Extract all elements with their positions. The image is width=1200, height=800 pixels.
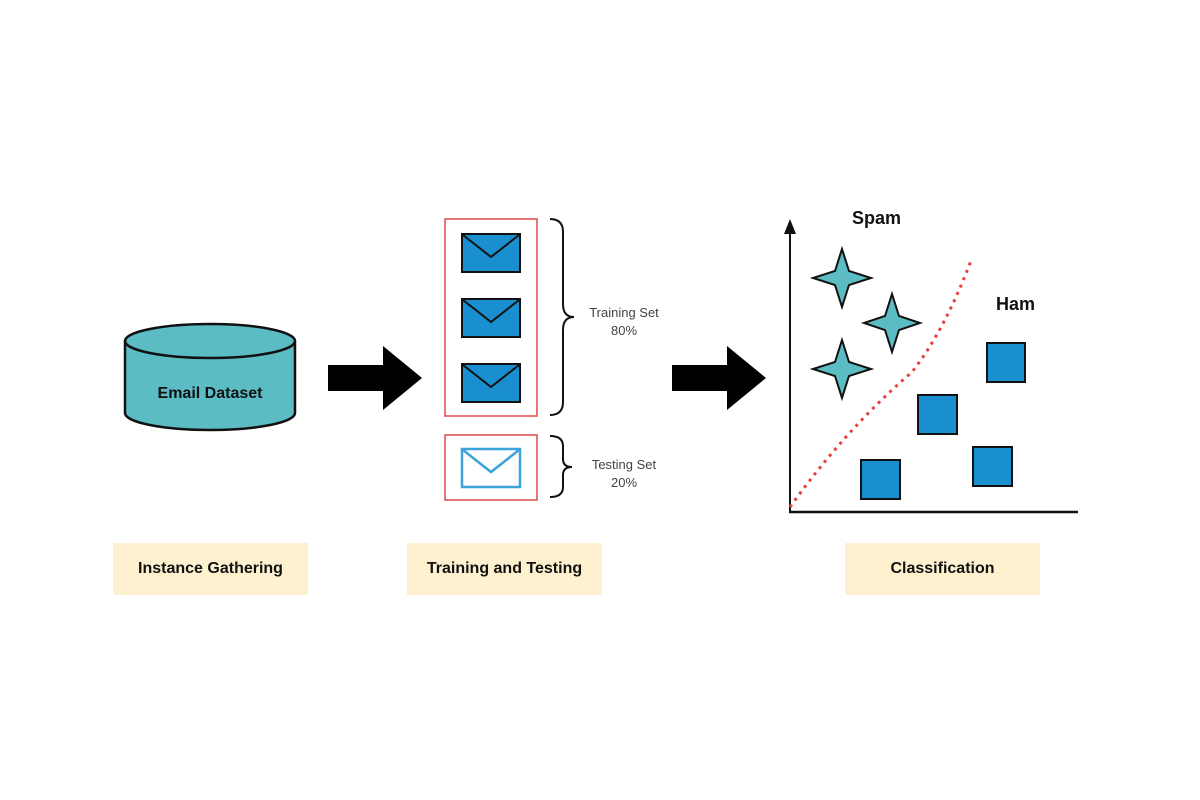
envelope-icon: [461, 233, 521, 273]
database-icon: [123, 322, 297, 432]
testing-set-box: [444, 434, 538, 501]
classification-axes: [784, 219, 1078, 514]
envelope-icon: [461, 363, 521, 403]
testing-set-label: Testing Set 20%: [572, 456, 676, 492]
training-set-percent: 80%: [610, 323, 638, 338]
square-icon: [917, 394, 958, 435]
envelope-icon: [460, 447, 522, 489]
star-icon: [809, 336, 875, 402]
ham-label: Ham: [996, 294, 1036, 314]
square-icon: [860, 459, 901, 500]
spam-label: Spam: [852, 208, 902, 228]
dataset-label: Email Dataset: [157, 385, 263, 402]
envelope-icon: [461, 298, 521, 338]
arrow-right-icon: [328, 346, 422, 410]
training-set-label: Training Set 80%: [572, 304, 676, 340]
brace-icon: [549, 218, 575, 416]
training-set-box: [444, 218, 538, 417]
stage-instance-gathering: Instance Gathering: [113, 543, 308, 595]
stage-classification: Classification: [845, 543, 1040, 595]
training-set-name: Training Set: [589, 305, 659, 320]
square-icon: [972, 446, 1013, 487]
star-icon: [860, 290, 924, 356]
testing-set-percent: 20%: [610, 475, 638, 490]
testing-set-name: Testing Set: [591, 457, 657, 472]
star-icon: [809, 245, 875, 311]
brace-icon: [549, 435, 573, 498]
arrow-right-icon: [672, 346, 766, 410]
stage-training-testing: Training and Testing: [407, 543, 602, 595]
square-icon: [986, 342, 1026, 383]
